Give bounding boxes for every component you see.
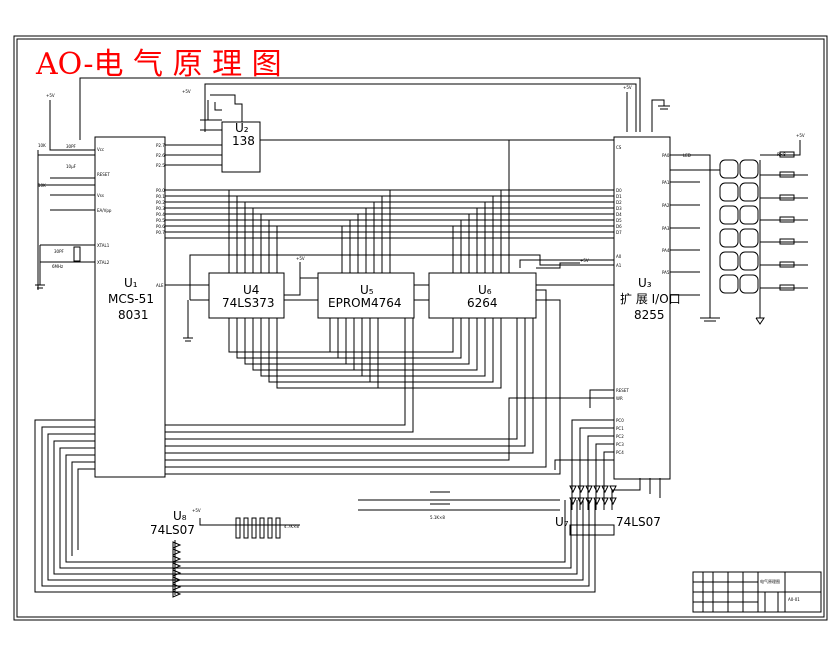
res-label: R×8 xyxy=(777,152,786,157)
drawing-frame xyxy=(16,38,825,618)
u7-part: 74LS07 xyxy=(616,515,661,529)
res-label: 10K xyxy=(38,183,46,188)
u3-pin: PA3 xyxy=(662,226,670,231)
u1-pin-vcc: Vcc xyxy=(97,147,104,152)
u1-pin: P0.0 xyxy=(156,188,165,193)
res-label: 5.1K×8 xyxy=(430,515,445,520)
u1-pin-xtal2: XTAL2 xyxy=(97,260,110,265)
res-label: 10K xyxy=(38,143,46,148)
led-label: LED xyxy=(683,153,691,158)
u2-part: 138 xyxy=(232,134,255,148)
u5-part: EPROM4764 xyxy=(328,296,402,310)
u3-pin: WR xyxy=(616,396,623,401)
u3-pin: A0 xyxy=(616,254,622,259)
xtal-label: 6MHz xyxy=(52,264,63,269)
u3-pin: PC0 xyxy=(616,418,624,423)
power-label: +5V xyxy=(580,258,589,263)
title-block-name: 电气原理图 xyxy=(760,578,780,584)
chip-u1 xyxy=(94,136,166,478)
chip-u2 xyxy=(221,121,261,173)
u3-pin: RESET xyxy=(616,388,629,393)
u3-ref: U₃ xyxy=(638,276,652,290)
chip-u6 xyxy=(428,272,537,319)
u3-pin: PA1 xyxy=(662,180,670,185)
u3-pin: PA4 xyxy=(662,248,670,253)
u1-pin-xtal1: XTAL1 xyxy=(97,243,110,248)
u1-ref: U₁ xyxy=(124,276,138,290)
u6-part: 6264 xyxy=(467,296,498,310)
u1-pin: P2.6 xyxy=(156,153,165,158)
u7-ref: U₇ xyxy=(555,515,569,529)
chip-u4 xyxy=(208,272,285,319)
drawing-title: AO-电 气 原 理 图 xyxy=(35,47,282,82)
power-label: +5V xyxy=(46,93,55,98)
u1-family: MCS-51 xyxy=(108,292,154,306)
u3-pin: D1 xyxy=(616,194,622,199)
power-label: +5V xyxy=(296,256,305,261)
u4-part: 74LS373 xyxy=(222,296,274,310)
u3-pin: D3 xyxy=(616,206,622,211)
u3-pin: PC1 xyxy=(616,426,624,431)
u3-pin: D2 xyxy=(616,200,622,205)
u1-pin: P2.7 xyxy=(156,143,165,148)
power-label: +5V xyxy=(796,133,805,138)
u1-pin-vss: Vss xyxy=(97,193,104,198)
u3-pin: D5 xyxy=(616,218,622,223)
power-label: +5V xyxy=(192,508,201,513)
u3-desc: 扩 展 I/O口 xyxy=(620,292,681,306)
res-label: 4.7K×8 xyxy=(284,524,299,529)
cap-label: 30PF xyxy=(54,249,65,254)
led-array xyxy=(719,151,795,294)
chip-u5 xyxy=(317,272,415,319)
u5-ref: U₅ xyxy=(360,283,374,297)
u1-pin: ALE xyxy=(156,283,164,288)
u1-pin: P0.7 xyxy=(156,230,165,235)
u3-pin: PC2 xyxy=(616,434,624,439)
u3-pin: D6 xyxy=(616,224,622,229)
u3-part: 8255 xyxy=(634,308,665,322)
u1-part: 8031 xyxy=(118,308,149,322)
u4-ref: U4 xyxy=(243,283,259,297)
u1-pin: P0.5 xyxy=(156,218,165,223)
u8-part: 74LS07 xyxy=(150,523,195,537)
cap-label: 30PF xyxy=(66,144,77,149)
u3-pin: D4 xyxy=(616,212,622,217)
u3-pin: PA2 xyxy=(662,203,670,208)
u3-pin: PA0 xyxy=(662,153,670,158)
u3-pin: A1 xyxy=(616,263,622,268)
power-label: +5V xyxy=(623,85,632,90)
u1-pin-ea: EA/Vpp xyxy=(97,208,112,213)
u1-pin: P2.5 xyxy=(156,163,165,168)
u3-pin: D7 xyxy=(616,230,622,235)
u3-pin: PA5 xyxy=(662,270,670,275)
drawing-outer-frame xyxy=(13,35,828,621)
u3-pin: PC3 xyxy=(616,442,624,447)
title-block-drawing-no: A0-01 xyxy=(788,597,800,602)
power-label: +5V xyxy=(182,89,191,94)
u3-pin: CS xyxy=(616,145,622,150)
u1-pin: P0.4 xyxy=(156,212,165,217)
u2-ref: U₂ xyxy=(235,121,249,135)
cap-label: 10μF xyxy=(66,164,77,169)
u1-pin: P0.3 xyxy=(156,206,165,211)
title-block xyxy=(692,571,822,613)
chip-u3 xyxy=(613,136,671,480)
u8-buffers xyxy=(172,541,182,598)
u1-pin: P0.6 xyxy=(156,224,165,229)
u1-pin: P0.1 xyxy=(156,194,165,199)
u7-buffers xyxy=(569,485,617,506)
u8-ref: U₈ xyxy=(173,509,187,523)
u6-ref: U₆ xyxy=(478,283,492,297)
u1-pin: P0.2 xyxy=(156,200,165,205)
u3-pin: PC4 xyxy=(616,450,624,455)
u3-pin: D0 xyxy=(616,188,622,193)
wiring xyxy=(34,77,808,595)
u1-pin-reset: RESET xyxy=(97,172,110,177)
